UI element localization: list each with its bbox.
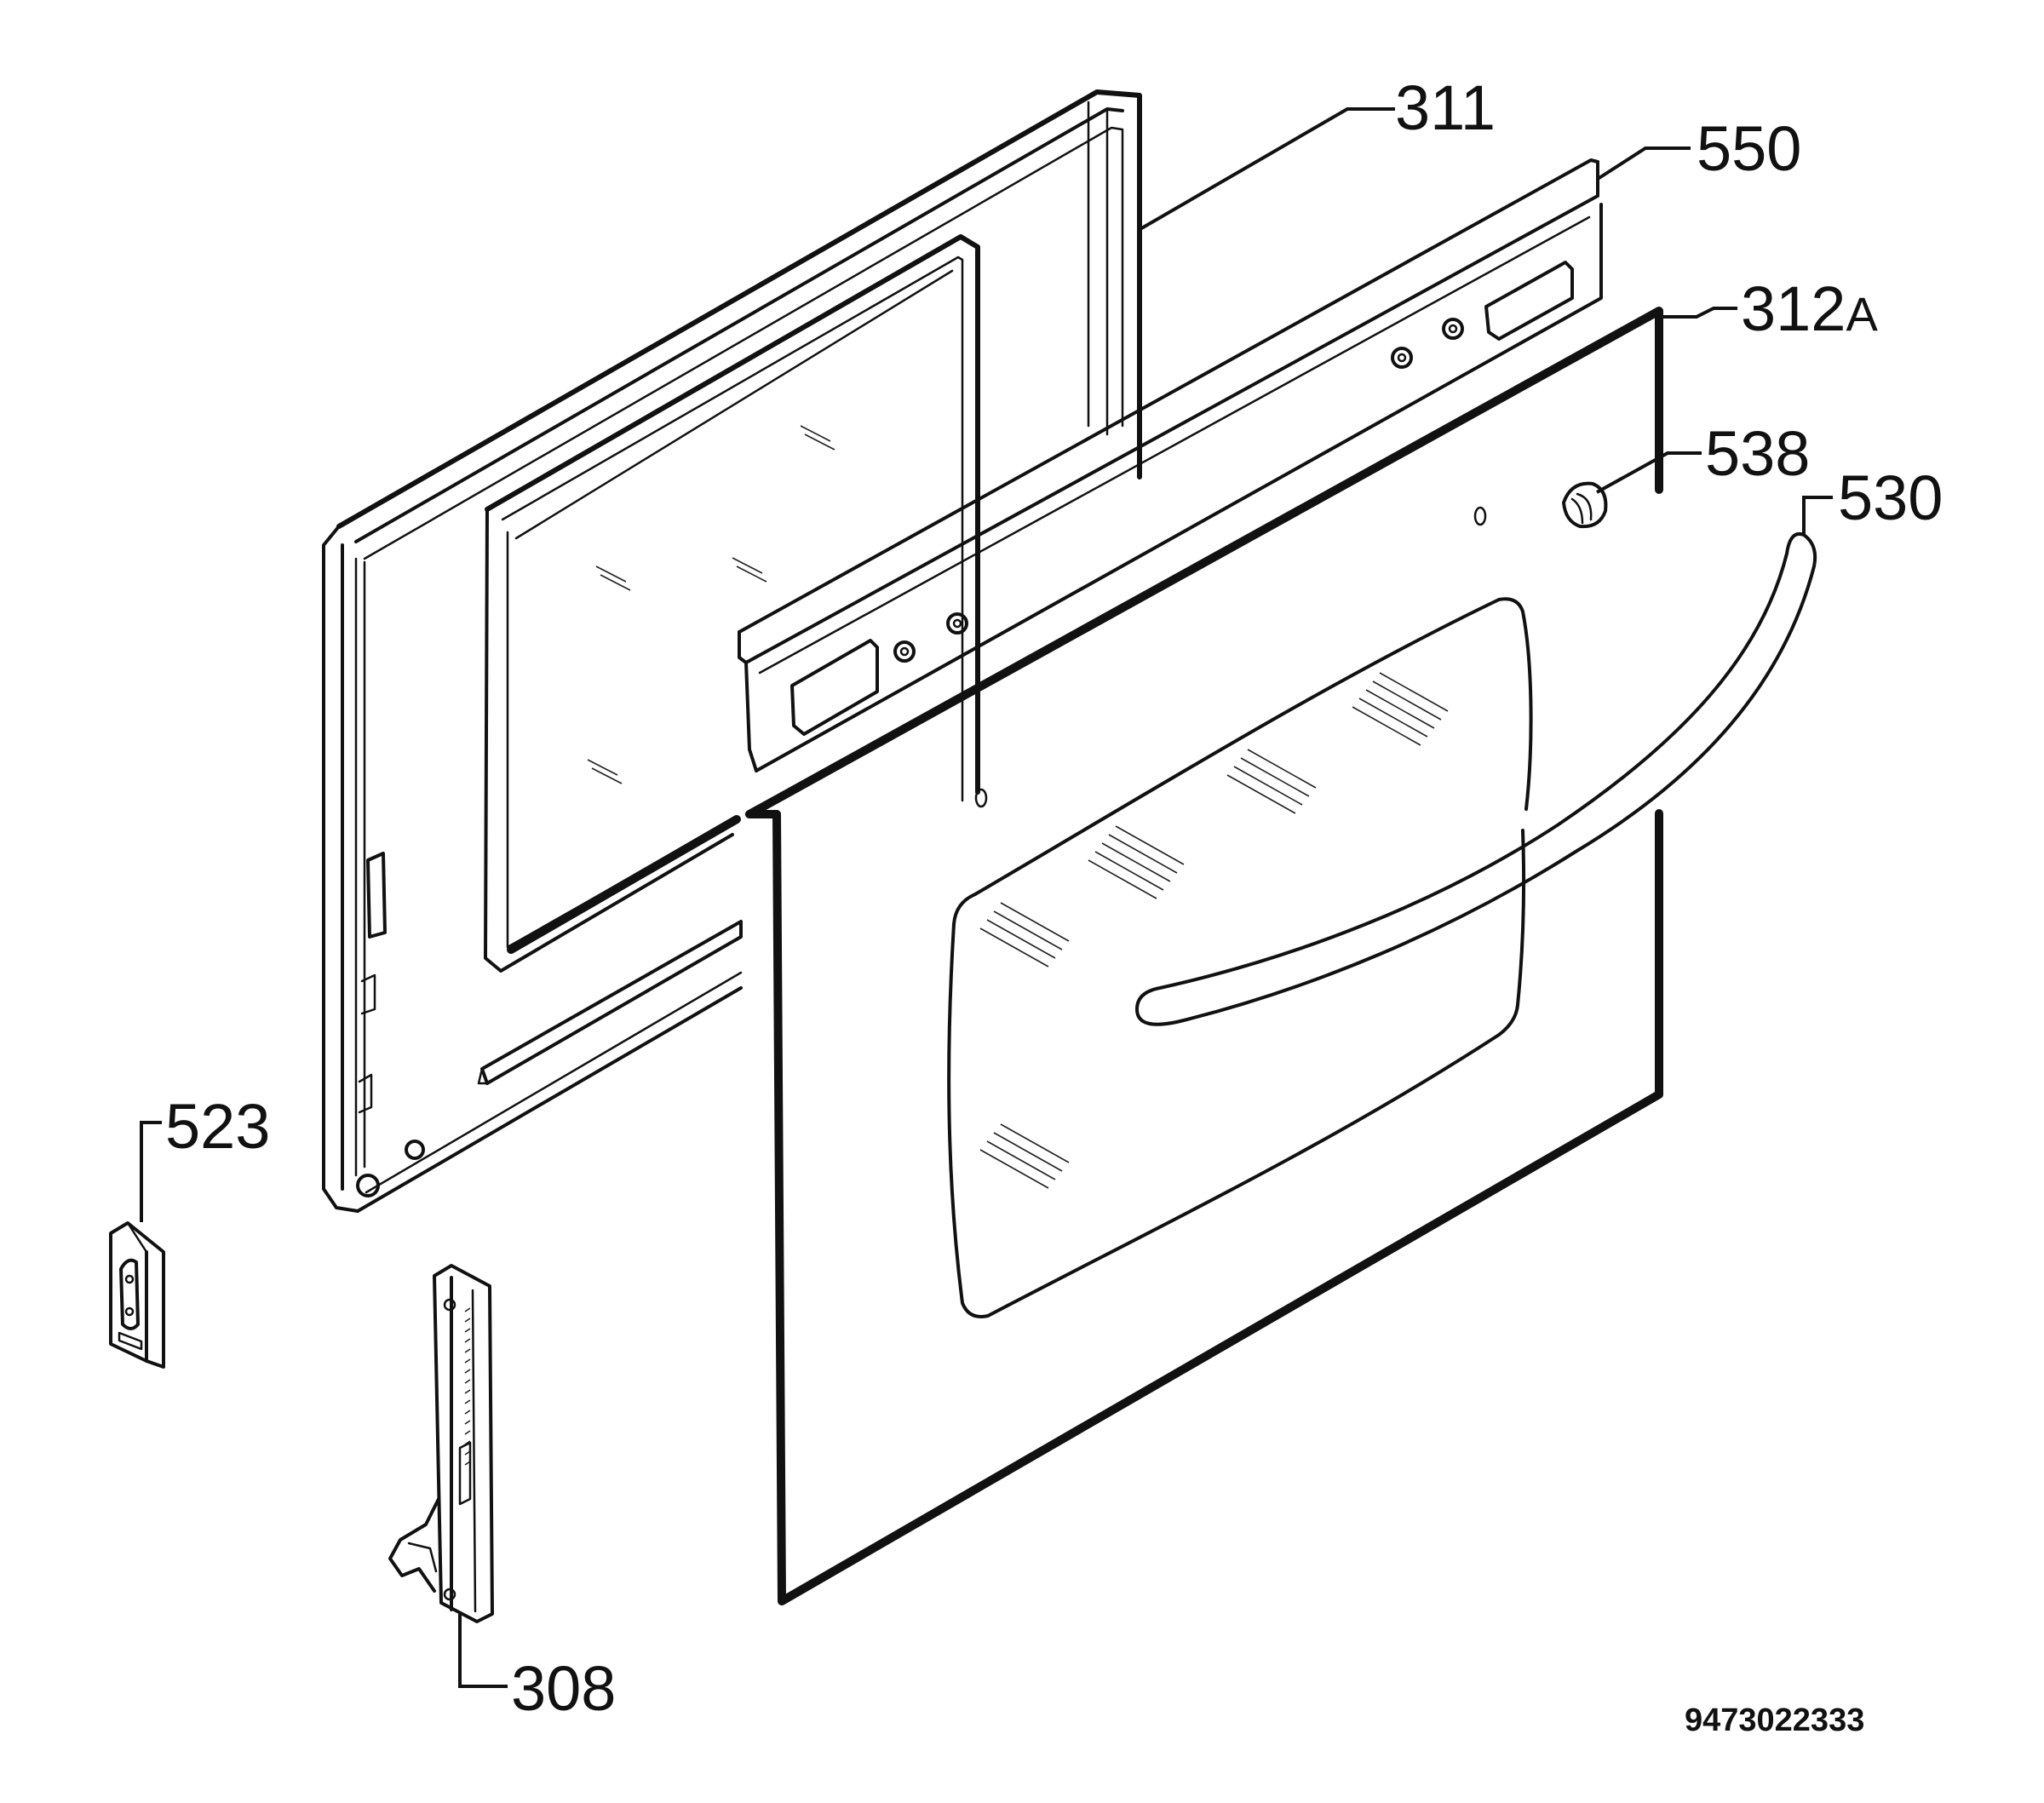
leader-538 [1596,451,1702,494]
part-label-523: 523 [165,1091,270,1162]
leader-312A [1661,307,1737,319]
part-312A-outer-door-glass[interactable] [745,307,1663,1605]
part-label-308: 308 [511,1653,616,1724]
part-308-door-hinge[interactable] [388,1264,494,1623]
leader-530 [1802,496,1833,535]
part-label-311: 311 [1395,72,1496,143]
part-label-538: 538 [1705,418,1810,489]
part-530-door-handle[interactable] [1135,532,1817,1026]
part-538-handle-support[interactable] [1562,481,1608,529]
leader-523 [140,1121,162,1222]
part-label-312A: 312A [1741,273,1878,344]
part-311-inner-door-frame[interactable] [322,89,1142,1213]
part-label-530: 530 [1838,462,1943,533]
leader-311 [1137,107,1395,232]
leader-308 [458,1614,508,1688]
part-label-550: 550 [1697,113,1801,184]
part-550-door-top-profile[interactable] [738,158,1603,772]
document-number: 9473022333 [1685,1703,1864,1738]
part-523-hinge-receptacle[interactable] [109,1221,165,1369]
leader-550 [1596,146,1691,181]
